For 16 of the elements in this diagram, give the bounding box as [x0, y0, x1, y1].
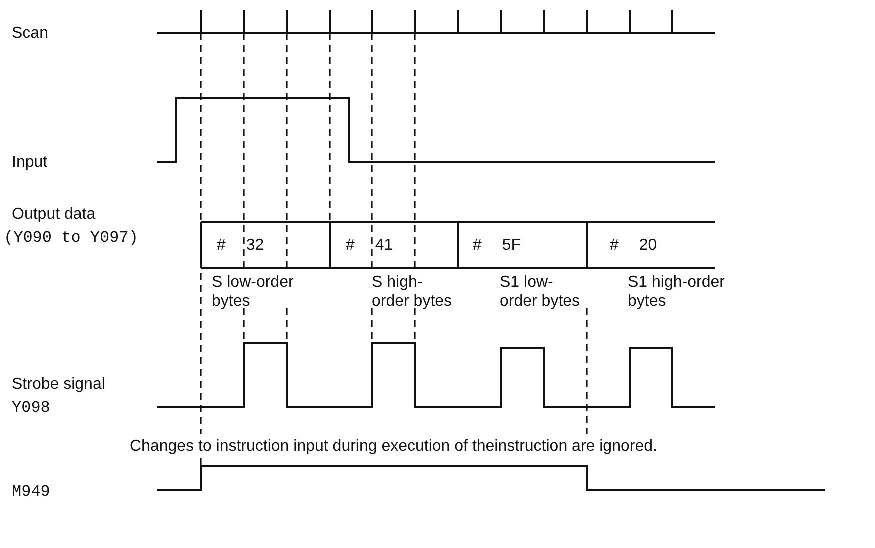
signal-label: Y098: [12, 399, 50, 418]
data-value: # 5F: [473, 236, 522, 255]
byte-label: S high-order bytes: [372, 273, 454, 311]
signal-label: M949: [12, 483, 50, 502]
signal-label: Scan: [12, 24, 48, 43]
signal-label: (Y090 to Y097): [4, 229, 138, 248]
signal-label: Input: [12, 153, 48, 172]
signal-label: Output data: [12, 205, 96, 224]
data-value: # 41: [346, 236, 394, 255]
byte-label: S1 low-order bytes: [500, 273, 582, 311]
data-value: # 20: [610, 236, 658, 255]
data-value: # 32: [217, 236, 264, 255]
signal-label: Strobe signal: [12, 375, 106, 394]
byte-label: S low-order bytes: [212, 273, 295, 311]
note: Changes to instruction input during execution of theinstruction are ignored.: [130, 437, 658, 456]
byte-label: S1 high-order bytes: [628, 273, 726, 311]
